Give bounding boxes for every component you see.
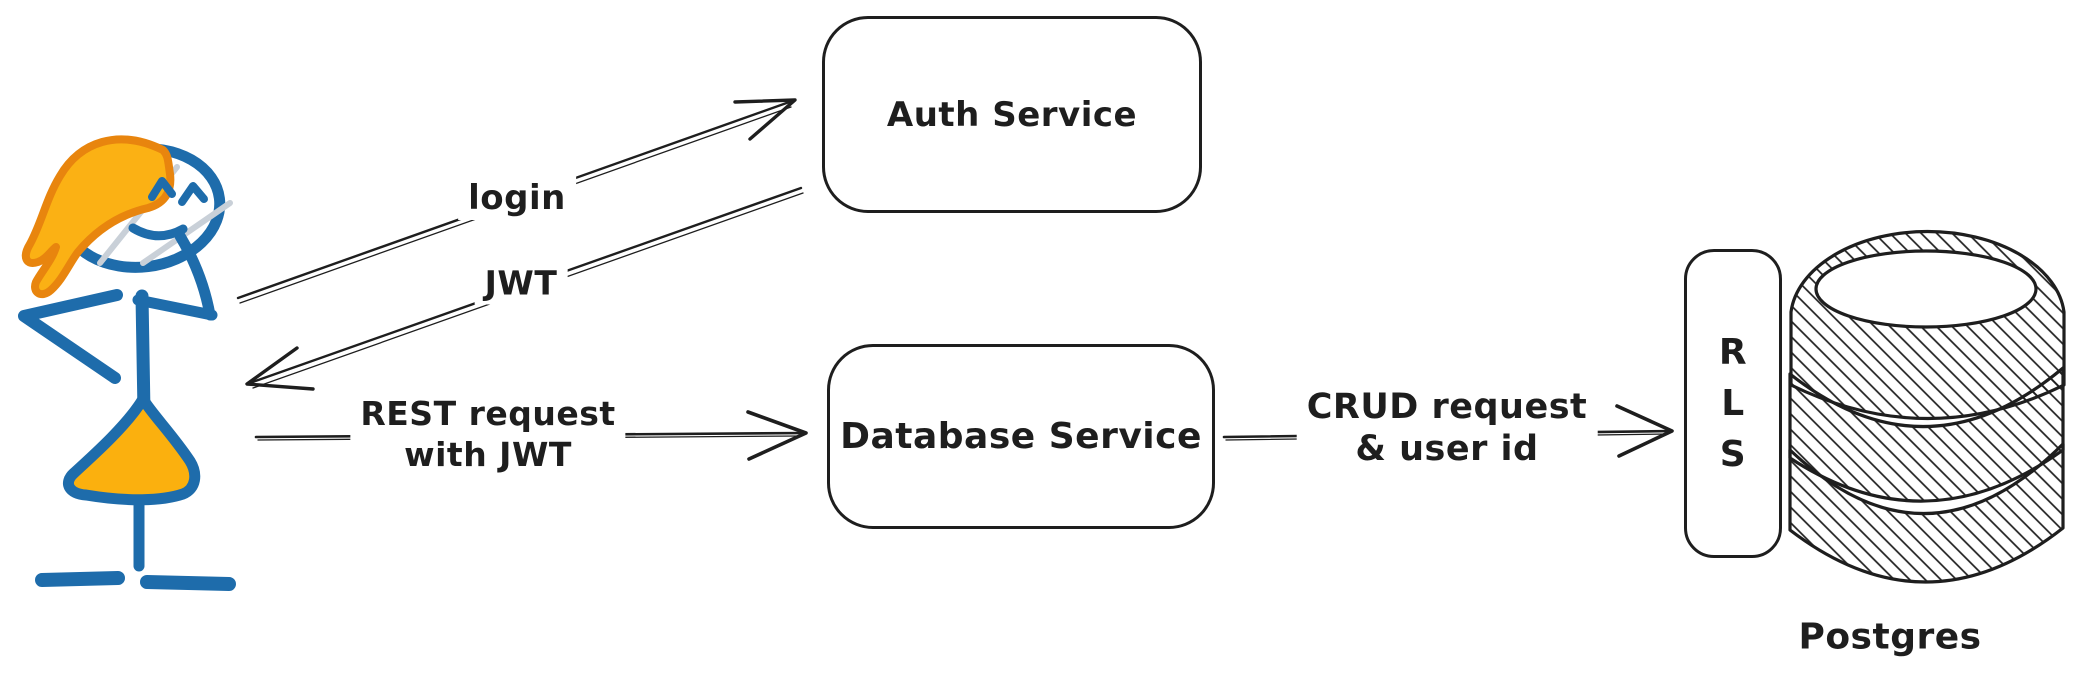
rest-request-arrow-label: REST request with JWT — [350, 391, 626, 477]
rls-letter-l: L — [1721, 383, 1745, 424]
actor-left-foot — [35, 571, 125, 587]
node-rls: R L S — [1684, 249, 1782, 558]
db-middle-band — [1788, 366, 2065, 503]
login-arrow-label: login — [458, 176, 576, 220]
jwt-arrow-label: JWT — [474, 261, 568, 305]
login-arrowhead — [733, 98, 797, 141]
actor-left-arm — [18, 289, 123, 384]
rls-letter-r: R — [1718, 332, 1748, 373]
rest-request-label-line1: REST request — [360, 394, 616, 433]
actor-left-eye — [148, 177, 176, 201]
rest-request-arrowhead — [746, 410, 808, 461]
node-auth-service: Auth Service — [822, 16, 1202, 213]
crud-request-label-line2: & user id — [1355, 429, 1539, 469]
crud-request-arrow-label: CRUD request & user id — [1296, 384, 1598, 472]
database-service-label: Database Service — [840, 416, 1202, 457]
user-stick-figure — [18, 135, 236, 591]
auth-service-label: Auth Service — [886, 94, 1138, 135]
db-bottom-band — [1788, 442, 2065, 584]
crud-request-label-line1: CRUD request — [1306, 387, 1588, 427]
actor-hair — [21, 135, 175, 299]
actor-torso — [135, 289, 151, 419]
actor-dress — [63, 393, 201, 506]
rest-request-label-line2: with JWT — [404, 435, 572, 474]
rls-letter-s: S — [1719, 434, 1747, 475]
actor-right-foot — [140, 575, 236, 591]
actor-right-arm — [132, 230, 218, 321]
jwt-arrowhead — [245, 346, 315, 391]
crud-request-arrowhead — [1615, 404, 1674, 458]
postgres-database-icon — [1788, 229, 2066, 584]
actor-right-eye — [178, 182, 208, 206]
node-database-service: Database Service — [827, 344, 1215, 529]
postgres-label: Postgres — [1798, 616, 1982, 658]
db-top-opening — [1814, 249, 2038, 329]
